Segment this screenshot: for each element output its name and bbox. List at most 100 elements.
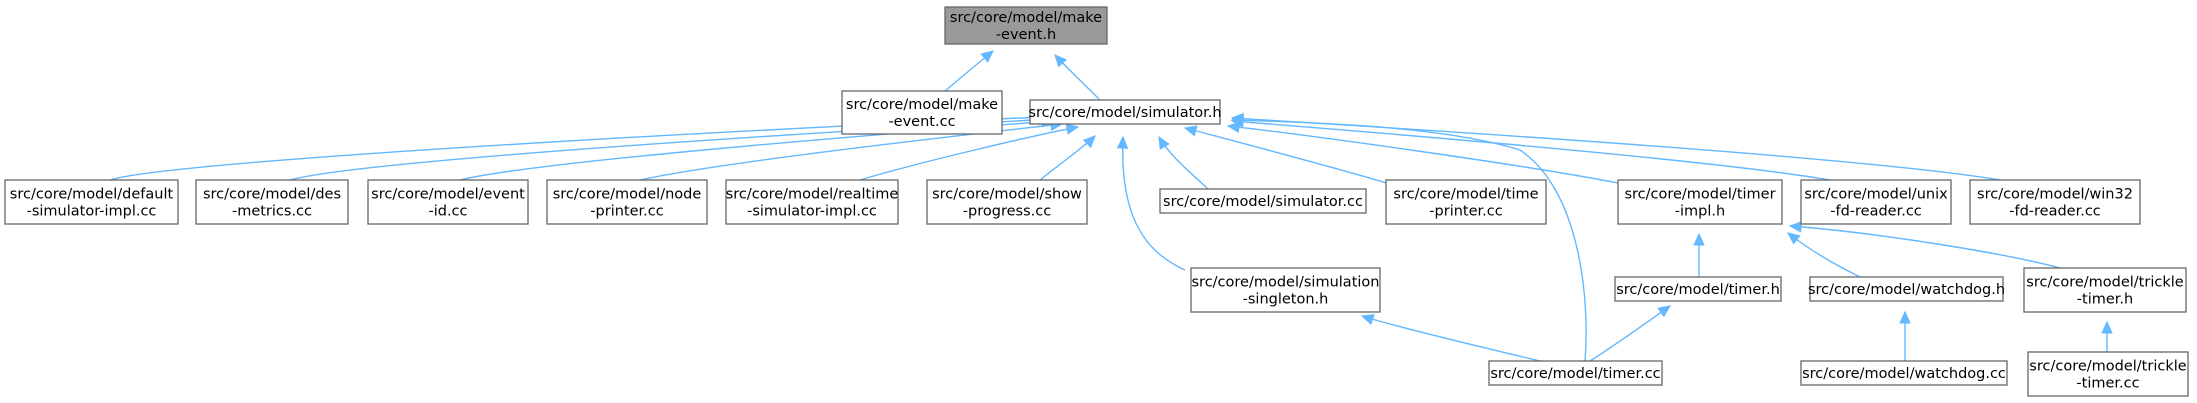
arrowhead: [1065, 123, 1080, 135]
node-timer-h[interactable]: src/core/model/timer.h: [1614, 276, 1782, 302]
node-label: src/core/model/simulator.h: [1028, 105, 1221, 121]
node-timer-impl-h[interactable]: src/core/model/timer-impl.h: [1617, 179, 1783, 225]
arrowhead: [1657, 305, 1671, 318]
node-simulator-h[interactable]: src/core/model/simulator.h: [1028, 99, 1222, 125]
node-box: [1800, 360, 2008, 386]
node-label: -event.h: [996, 27, 1056, 43]
nodes-layer: src/core/model/make-event.hsrc/core/mode…: [4, 6, 2189, 397]
node-label: -timer.cc: [2076, 376, 2139, 392]
node-label: src/core/model/show: [932, 187, 1082, 203]
node-label: -timer.h: [2077, 292, 2133, 308]
edge-timer_cc-to-simulator_h: [1230, 114, 1587, 362]
node-label: -fd-reader.cc: [1830, 204, 1922, 220]
edge-line: [1231, 119, 1587, 362]
edge-line: [1361, 315, 1541, 362]
edge-timer_cc-to-sim_singleton: [1360, 314, 1541, 362]
node-box: [841, 90, 1003, 135]
node-box: [1385, 179, 1547, 225]
edge-line: [1787, 232, 1861, 278]
node-watchdog-h[interactable]: src/core/model/watchdog.h: [1808, 276, 2005, 302]
edge-trickle_h-to-timer_impl_h: [1788, 221, 2061, 269]
node-label: src/core/model/win32: [1977, 187, 2133, 203]
node-label: src/core/model/make: [950, 10, 1102, 26]
node-box: [1800, 179, 1952, 225]
edge-show_progress-to-simulator_h: [1039, 135, 1096, 181]
node-label: src/core/model/des: [203, 187, 341, 203]
node-simulator-cc[interactable]: src/core/model/simulator.cc: [1159, 188, 1367, 214]
arrowhead: [1082, 135, 1096, 149]
node-label: src/core/model/trickle: [2026, 275, 2183, 291]
node-node-printer[interactable]: src/core/model/node-printer.cc: [546, 179, 708, 225]
arrowhead: [1158, 135, 1170, 150]
node-label: src/core/model/event: [371, 187, 525, 203]
edge-sim_singleton-to-simulator_h: [1116, 135, 1186, 271]
node-label: -fd-reader.cc: [2009, 204, 2101, 220]
edge-make_event_cc-to-make_event_h: [944, 50, 994, 92]
node-label: src/core/model/simulation: [1192, 275, 1380, 291]
node-label: src/core/model/realtime: [726, 187, 899, 203]
node-unix-fd[interactable]: src/core/model/unix-fd-reader.cc: [1800, 179, 1952, 225]
node-box: [1488, 360, 1663, 386]
node-label: src/core/model/make: [846, 97, 998, 113]
edge-simulator_cc-to-simulator_h: [1158, 135, 1209, 190]
node-make-event-h[interactable]: src/core/model/make-event.h: [944, 6, 1108, 45]
node-box: [4, 179, 179, 225]
edge-win32_fd-to-simulator_h: [1230, 112, 2001, 181]
edge-realtime_sim-to-simulator_h: [859, 123, 1080, 181]
node-make-event-cc[interactable]: src/core/model/make-event.cc: [841, 90, 1003, 135]
node-box: [1809, 276, 2004, 302]
node-trickle-cc[interactable]: src/core/model/trickle-timer.cc: [2027, 351, 2189, 397]
node-label: src/core/model/watchdog.cc: [1802, 366, 2006, 382]
node-timer-cc[interactable]: src/core/model/timer.cc: [1488, 360, 1663, 386]
node-label: -impl.h: [1675, 204, 1725, 220]
node-label: src/core/model/watchdog.h: [1808, 282, 2005, 298]
node-box: [1617, 179, 1783, 225]
arrowhead: [1116, 135, 1129, 149]
edge-line: [1122, 136, 1186, 271]
node-sim-singleton[interactable]: src/core/model/simulation-singleton.h: [1190, 267, 1381, 313]
arrowhead: [1054, 54, 1068, 68]
arrowhead: [1230, 114, 1244, 127]
node-des-metrics[interactable]: src/core/model/des-metrics.cc: [195, 179, 349, 225]
node-label: src/core/model/timer.h: [1616, 282, 1780, 298]
arrowhead: [1788, 221, 1802, 233]
node-box: [2027, 351, 2189, 397]
edge-watchdog_h-to-timer_impl_h: [1787, 232, 1861, 278]
arrowhead: [2101, 320, 2113, 334]
node-label: -simulator-impl.cc: [27, 204, 157, 220]
node-label: src/core/model/timer.cc: [1490, 366, 1660, 382]
node-win32-fd[interactable]: src/core/model/win32-fd-reader.cc: [1969, 179, 2141, 225]
node-label: src/core/model/unix: [1804, 187, 1948, 203]
node-label: -id.cc: [428, 204, 467, 220]
node-label: src/core/model/time: [1393, 187, 1538, 203]
arrowhead: [1183, 125, 1198, 137]
arrowhead: [980, 50, 994, 63]
edge-line: [1231, 117, 2001, 181]
node-realtime-sim[interactable]: src/core/model/realtime-simulator-impl.c…: [725, 179, 899, 225]
edge-line: [639, 123, 1063, 181]
node-watchdog-cc[interactable]: src/core/model/watchdog.cc: [1800, 360, 2008, 386]
node-time-printer[interactable]: src/core/model/time-printer.cc: [1385, 179, 1547, 225]
node-label: src/core/model/node: [553, 187, 702, 203]
edge-unix_fd-to-simulator_h: [1230, 116, 1831, 181]
arrowhead: [1360, 314, 1375, 326]
node-event-id[interactable]: src/core/model/event-id.cc: [367, 179, 529, 225]
node-label: src/core/model/simulator.cc: [1163, 194, 1363, 210]
node-box: [926, 179, 1088, 225]
node-label: -progress.cc: [963, 204, 1051, 220]
node-label: src/core/model/default: [10, 187, 174, 203]
node-box: [1190, 267, 1381, 313]
node-label: -simulator-impl.cc: [747, 204, 877, 220]
node-label: -printer.cc: [1429, 204, 1502, 220]
node-box: [1029, 99, 1221, 125]
node-label: src/core/model/timer: [1624, 187, 1775, 203]
arrowhead: [1787, 232, 1801, 245]
node-box: [2023, 267, 2187, 313]
arrowhead: [1693, 232, 1705, 246]
edge-line: [1789, 225, 2061, 269]
edge-time_printer-to-simulator_h: [1183, 125, 1391, 185]
node-trickle-h[interactable]: src/core/model/trickle-timer.h: [2023, 267, 2187, 313]
node-default-sim[interactable]: src/core/model/default-simulator-impl.cc: [4, 179, 179, 225]
node-show-progress[interactable]: src/core/model/show-progress.cc: [926, 179, 1088, 225]
